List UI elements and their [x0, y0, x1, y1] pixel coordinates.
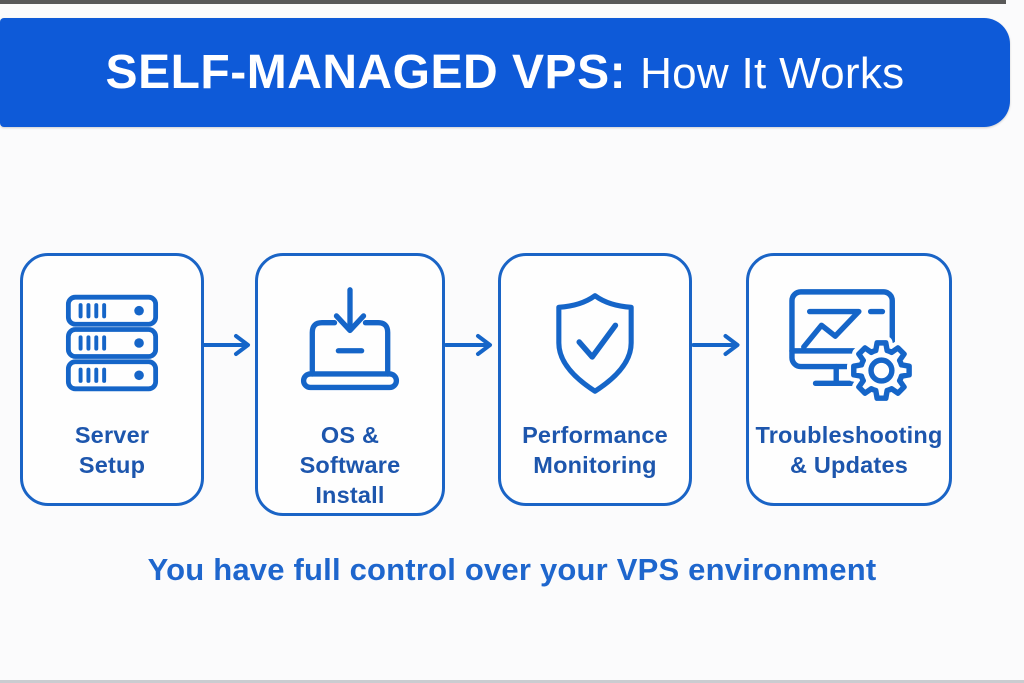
- shield-check-icon: [544, 268, 646, 418]
- laptop-download-icon: [292, 268, 408, 418]
- step-label-os-software-install: OS & Software Install: [299, 422, 401, 508]
- page-title-rest: How It Works: [640, 49, 905, 98]
- right-arrow-icon: [691, 334, 740, 356]
- bottom-edge-artifact: [0, 680, 1024, 683]
- server-rack-icon: [64, 268, 160, 418]
- step-card-performance-monitoring: Performance Monitoring: [498, 253, 692, 506]
- step-card-os-software-install: OS & Software Install: [255, 253, 445, 516]
- right-arrow-icon: [203, 334, 250, 356]
- monitor-gear-icon: [783, 268, 915, 418]
- step-label-troubleshooting-updates: Troubleshooting & Updates: [755, 422, 943, 478]
- step-card-troubleshooting-updates: Troubleshooting & Updates: [746, 253, 952, 506]
- top-edge-artifact: [0, 0, 1006, 4]
- page-title-emphasis: SELF-MANAGED VPS:: [105, 46, 627, 99]
- tagline: You have full control over your VPS envi…: [147, 552, 877, 587]
- page-title: SELF-MANAGED VPS: How It Works: [106, 45, 905, 100]
- right-arrow-icon: [444, 334, 492, 356]
- step-label-performance-monitoring: Performance Monitoring: [522, 422, 668, 478]
- header-banner: SELF-MANAGED VPS: How It Works: [0, 18, 1010, 127]
- step-card-server-setup: Server Setup: [20, 253, 204, 506]
- step-label-server-setup: Server Setup: [74, 422, 150, 478]
